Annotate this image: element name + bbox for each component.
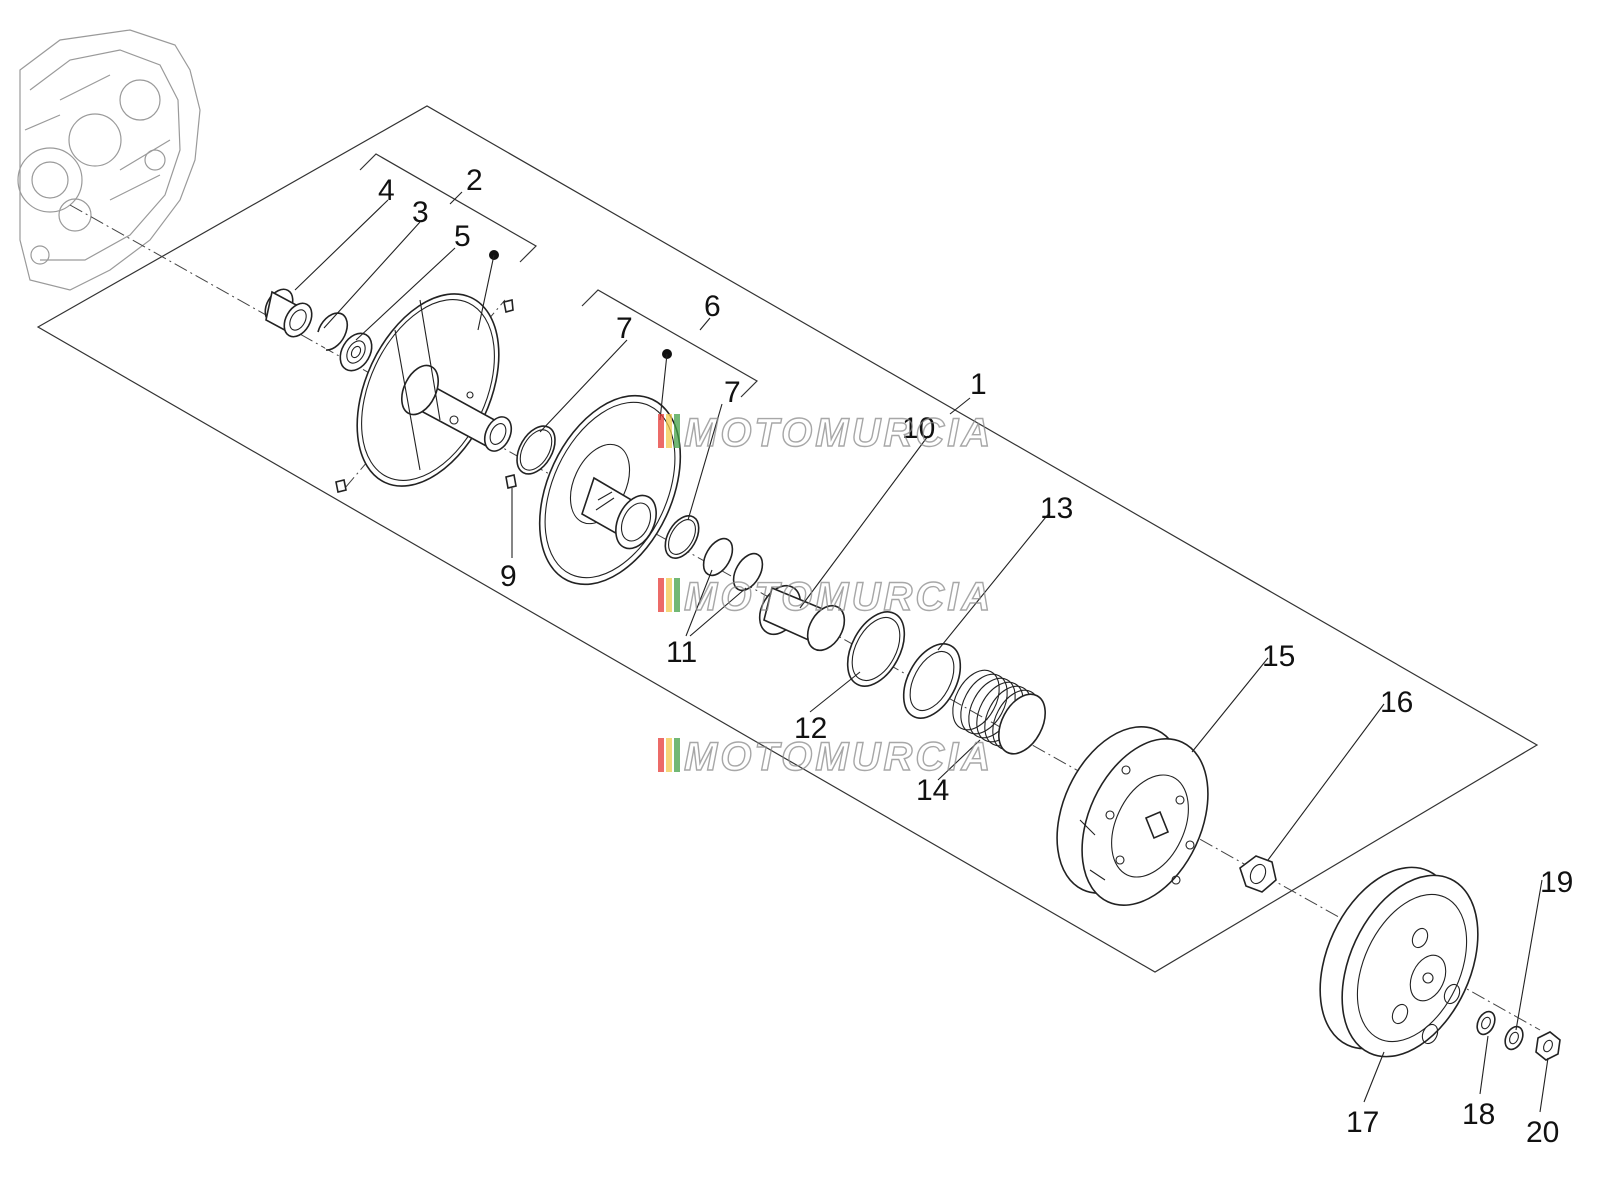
leader-lines — [294, 191, 1549, 1113]
part-contrast-spring — [952, 669, 1046, 755]
leader-dot-6 — [659, 353, 668, 421]
callout-9: 9 — [500, 560, 517, 593]
callout-17: 17 — [1346, 1106, 1379, 1139]
part-spring-washer-19 — [1504, 1025, 1524, 1051]
part-clutch-bell — [1319, 866, 1479, 1058]
group-bracket-6 — [581, 289, 758, 398]
part-movable-pulley-half — [538, 394, 682, 586]
part-fixed-pulley-half — [356, 293, 513, 487]
callout-15: 15 — [1262, 640, 1295, 673]
callout-7b: 7 — [724, 376, 741, 409]
watermark-text-3: MOTOMURCIA — [684, 735, 993, 779]
callout-5: 5 — [454, 220, 471, 253]
part-bearing — [339, 332, 373, 372]
callout-labels: 1 2 3 4 5 6 7 7 9 10 11 12 13 14 15 16 1… — [378, 164, 1573, 1149]
part-nut-20 — [1535, 1031, 1561, 1061]
part-clutch-assembly — [1056, 726, 1209, 906]
part-washer — [846, 611, 906, 687]
part-bushing — [264, 288, 313, 338]
part-o-ring-1 — [516, 425, 556, 475]
callout-12: 12 — [794, 712, 827, 745]
callout-18: 18 — [1462, 1098, 1495, 1131]
callout-4: 4 — [378, 174, 395, 207]
assembly-frame — [36, 105, 1539, 973]
part-guide-pin — [335, 298, 517, 493]
callout-11: 11 — [666, 636, 697, 669]
callout-3: 3 — [412, 196, 429, 229]
part-sleeve — [758, 584, 846, 652]
part-washer-18 — [1476, 1010, 1496, 1036]
part-circlip — [317, 312, 349, 351]
callout-2: 2 — [466, 164, 483, 197]
callout-7a: 7 — [616, 312, 633, 345]
callout-14: 14 — [916, 774, 949, 807]
callout-6: 6 — [704, 290, 721, 323]
callout-1: 1 — [970, 368, 987, 401]
leader-dot-2 — [477, 254, 495, 331]
watermark-1: MOTOMURCIA — [658, 410, 993, 456]
callout-16: 16 — [1380, 686, 1413, 719]
crankcase-ghost — [17, 29, 201, 291]
part-o-ring-2 — [664, 515, 700, 559]
callout-19: 19 — [1540, 866, 1573, 899]
watermark-3: MOTOMURCIA — [658, 734, 993, 780]
callout-20: 20 — [1526, 1116, 1559, 1149]
part-seal-2 — [732, 552, 764, 592]
watermark-text-1: MOTOMURCIA — [684, 411, 993, 455]
watermark-2: MOTOMURCIA — [658, 574, 993, 620]
part-spring-seat — [902, 643, 962, 719]
callout-13: 13 — [1040, 492, 1073, 525]
part-seal-1 — [702, 537, 734, 577]
callout-10: 10 — [902, 412, 935, 445]
watermark-text-2: MOTOMURCIA — [684, 575, 993, 619]
group-bracket-2 — [359, 153, 537, 263]
part-clutch-nut — [1239, 855, 1277, 893]
